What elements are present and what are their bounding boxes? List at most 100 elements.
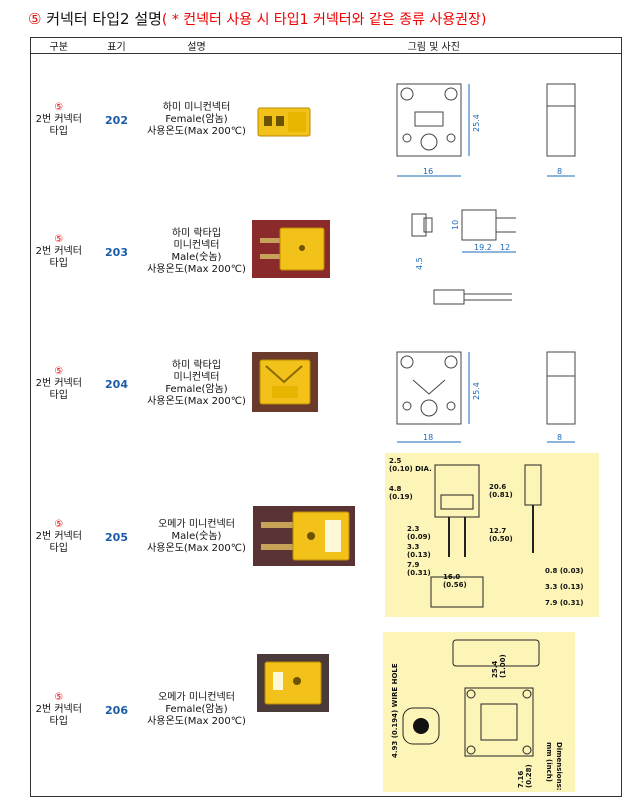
dim-label: 4.8 xyxy=(389,485,402,493)
dim-label: 16 xyxy=(423,167,433,176)
desc-line: 미니컨넥터 xyxy=(173,372,220,383)
dim-label: 2.5 xyxy=(389,457,402,465)
header-figure: 그림 및 사진 xyxy=(246,37,622,54)
category-line: 2번 커넥터 xyxy=(35,704,82,715)
row-figure: 4.93 (0.194) WIRE HOLE 25.4 (1.00) 7.16 … xyxy=(247,624,622,797)
section-title: 커넥터 타입2 설명 xyxy=(46,10,162,28)
section-number: ⑤ xyxy=(28,10,42,28)
technical-drawing: 18 25.4 8 xyxy=(396,351,575,443)
desc-line: Female(암놈) xyxy=(165,384,228,395)
dim-label: 10 xyxy=(451,220,460,230)
desc-line: 하미 락타입 xyxy=(171,228,222,239)
row-category: ⑤ 2번 커넥터 타입 xyxy=(31,54,87,187)
category-line: 타입 xyxy=(49,543,68,554)
row-code: 204 xyxy=(105,377,128,391)
dim-label: (0.09) xyxy=(407,533,431,541)
desc-line: Female(암놈) xyxy=(165,704,228,715)
category-number: ⑤ xyxy=(54,692,64,703)
category-line: 2번 커넥터 xyxy=(35,246,82,257)
table-row: ⑤ 2번 커넥터 타입 206 오메가 미니컨넥터 Female(암놈) 사용온… xyxy=(31,624,622,797)
dim-label: (0.56) xyxy=(443,581,467,589)
row-category: ⑤ 2번 커넥터 타입 xyxy=(31,318,87,450)
connector-photo xyxy=(251,100,316,144)
desc-line: 하미 미니컨넥터 xyxy=(162,102,231,113)
desc-line: 오메가 미니컨넥터 xyxy=(158,519,235,530)
category-line: 타입 xyxy=(49,126,68,137)
row-code: 203 xyxy=(105,245,128,259)
dim-label: 7.9 xyxy=(407,561,420,569)
dim-label: 18 xyxy=(423,433,433,442)
category-line: 2번 커넥터 xyxy=(35,114,82,125)
dim-label: 4.5 xyxy=(415,257,424,270)
dim-label: 20.6 xyxy=(489,483,506,491)
row-category: ⑤ 2번 커넥터 타입 xyxy=(31,186,87,318)
technical-drawing: 16 25.4 8 xyxy=(396,83,575,177)
dim-label: 12 xyxy=(500,243,510,252)
dim-label: 12.7 xyxy=(489,527,506,535)
dim-label: 2.3 xyxy=(407,525,420,533)
category-line: 2번 커넥터 xyxy=(35,378,82,389)
category-number: ⑤ xyxy=(54,234,64,245)
dim-label: (0.10) DIA. xyxy=(389,465,432,473)
dim-label: 25.4 xyxy=(491,661,499,678)
desc-line: Female(암놈) xyxy=(165,114,228,125)
desc-line: 사용온도(Max 200℃) xyxy=(147,543,246,554)
dim-label: 19.2 xyxy=(474,243,492,252)
connector-photo xyxy=(252,506,355,566)
row-figure: 16 25.4 8 xyxy=(247,54,622,187)
row-code: 206 xyxy=(105,703,128,717)
dim-label: 0.8 (0.03) xyxy=(545,567,584,575)
category-number: ⑤ xyxy=(54,366,64,377)
table-header-row: 구분 표기 설명 그림 및 사진 xyxy=(30,37,622,54)
category-number: ⑤ xyxy=(54,519,64,530)
dim-label: 7.9 (0.31) xyxy=(545,599,584,607)
dim-label: 8 xyxy=(557,433,562,442)
desc-line: 하미 락타입 xyxy=(171,360,222,371)
dim-label: (0.81) xyxy=(489,491,513,499)
dim-label: 7.16 xyxy=(517,771,525,788)
technical-drawing: 10 19.2 12 4.5 xyxy=(411,209,516,305)
row-figure: 2.5 (0.10) DIA. 4.8 (0.19) 20.6 (0.81) 2… xyxy=(247,450,622,624)
desc-line: 사용온도(Max 200℃) xyxy=(147,264,246,275)
category-number: ⑤ xyxy=(54,102,64,113)
row-description: 하미 락타입 미니컨넥터 Female(암놈) 사용온도(Max 200℃) xyxy=(147,318,247,450)
category-line: 타입 xyxy=(49,716,68,727)
table-row: ⑤ 2번 커넥터 타입 205 오메가 미니컨넥터 Male(숫놈) 사용온도(… xyxy=(31,450,622,624)
table-row: ⑤ 2번 커넥터 타입 202 하미 미니컨넥터 Female(암놈) 사용온도… xyxy=(31,54,622,187)
dim-label: (0.31) xyxy=(407,569,431,577)
dim-label: 4.93 (0.194) WIRE HOLE xyxy=(391,663,399,758)
header-category: 구분 xyxy=(30,37,87,54)
row-description: 오메가 미니컨넥터 Male(숫놈) 사용온도(Max 200℃) xyxy=(147,450,247,624)
section-heading: ⑤ 커넥터 타입2 설명( * 컨넥터 사용 시 타입1 커넥터와 같은 종류 … xyxy=(28,8,486,29)
desc-line: 사용온도(Max 200℃) xyxy=(147,126,246,137)
dim-label: 25.4 xyxy=(472,114,481,132)
connector-spec-table: 구분 표기 설명 그림 및 사진 ⑤ 2번 커넥터 타입 202 하미 미니컨넥… xyxy=(30,37,622,797)
dim-label: Dimensions: xyxy=(555,742,563,791)
connector-photo xyxy=(251,220,330,278)
desc-line: 오메가 미니컨넥터 xyxy=(158,692,235,703)
desc-line: 사용온도(Max 200℃) xyxy=(147,396,246,407)
header-description: 설명 xyxy=(146,37,247,54)
dim-label: 3.3 xyxy=(407,543,420,551)
row-description: 하미 미니컨넥터 Female(암놈) 사용온도(Max 200℃) xyxy=(147,54,247,187)
dim-label: (0.19) xyxy=(389,493,413,501)
technical-drawing: 2.5 (0.10) DIA. 4.8 (0.19) 20.6 (0.81) 2… xyxy=(384,453,599,617)
technical-drawing: 4.93 (0.194) WIRE HOLE 25.4 (1.00) 7.16 … xyxy=(382,632,575,792)
table-row: ⑤ 2번 커넥터 타입 203 하미 락타입 미니컨넥터 Male(숫놈) 사용… xyxy=(31,186,622,318)
category-line: 2번 커넥터 xyxy=(35,531,82,542)
row-code: 205 xyxy=(105,530,128,544)
category-line: 타입 xyxy=(49,258,68,269)
dim-label: 8 xyxy=(557,167,562,176)
dim-label: 3.3 (0.13) xyxy=(545,583,584,591)
desc-line: 미니컨넥터 xyxy=(173,240,220,251)
desc-line: Male(숫놈) xyxy=(171,531,222,542)
row-category: ⑤ 2번 커넥터 타입 xyxy=(31,450,87,624)
dim-label: mm (inch) xyxy=(545,742,553,782)
connector-photo xyxy=(251,352,318,412)
dim-label: (0.28) xyxy=(525,764,533,788)
dim-label: 25.4 xyxy=(472,382,481,400)
row-description: 하미 락타입 미니컨넥터 Male(숫놈) 사용온도(Max 200℃) xyxy=(147,186,247,318)
row-figure: 18 25.4 8 xyxy=(247,318,622,450)
dim-label: 16.0 xyxy=(443,573,460,581)
connector-photo xyxy=(256,654,329,712)
